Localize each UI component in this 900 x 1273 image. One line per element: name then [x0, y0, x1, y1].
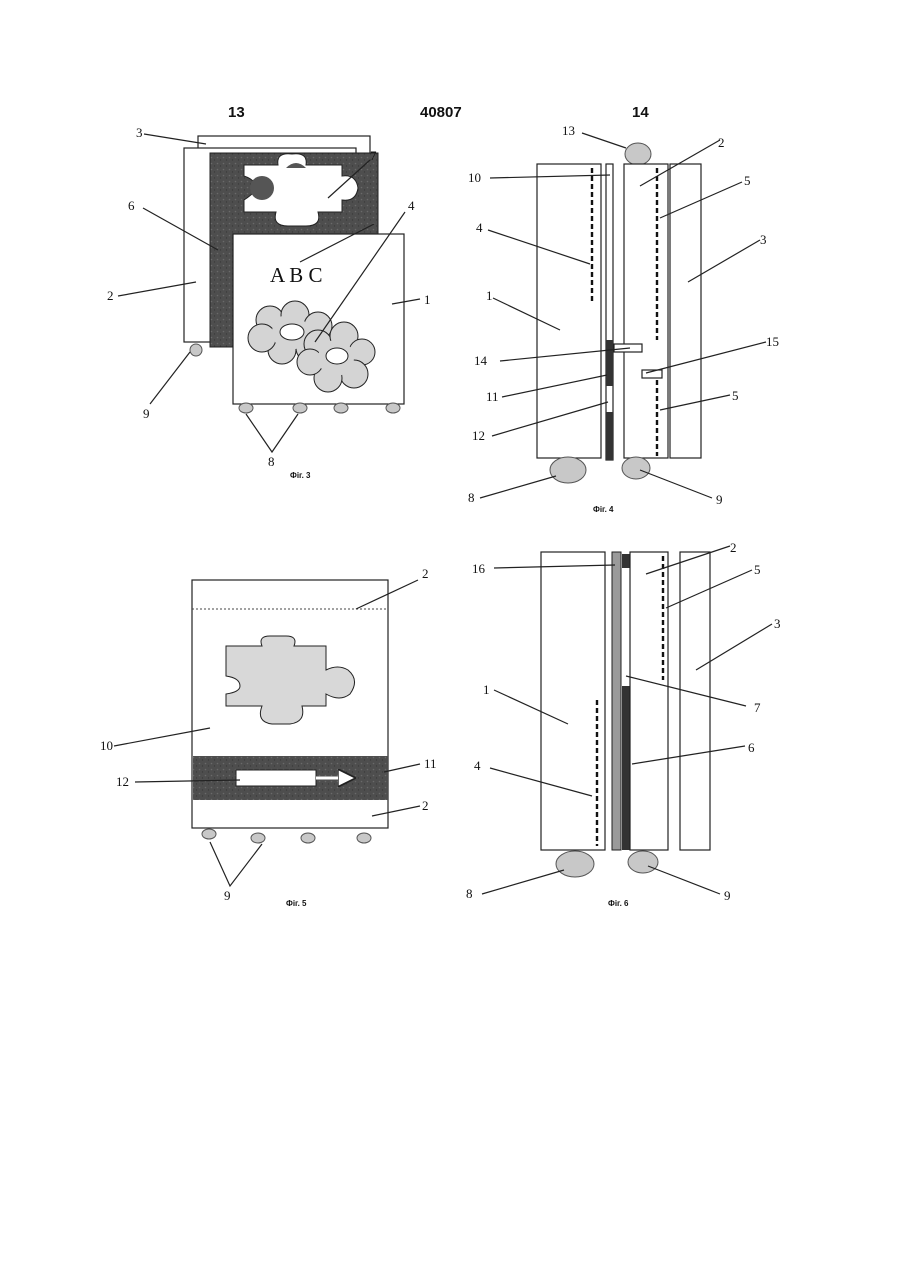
label-14: 14 [474, 353, 488, 368]
panel-3 [680, 552, 710, 850]
label-5: 5 [732, 388, 739, 403]
panel-2 [624, 164, 668, 458]
figure-4: 13 2 10 5 4 3 1 15 14 11 5 12 8 9 Фіг. 4 [468, 123, 779, 514]
label-1: 1 [424, 292, 431, 307]
label-5: 5 [754, 562, 761, 577]
label-8: 8 [466, 886, 473, 901]
label-9: 9 [143, 406, 150, 421]
fig4-caption: Фіг. 4 [593, 505, 614, 514]
label-12: 12 [116, 774, 129, 789]
label-1: 1 [483, 682, 490, 697]
wheel-9 [190, 344, 202, 356]
label-11: 11 [424, 756, 437, 771]
label-15: 15 [766, 334, 779, 349]
wheel-8 [550, 457, 586, 483]
label-9: 9 [724, 888, 731, 903]
label-8: 8 [268, 454, 275, 469]
figure-6: 2 16 5 3 1 7 6 4 8 9 Фіг. 6 [466, 540, 781, 908]
label-3: 3 [774, 616, 781, 631]
strip-16 [612, 552, 621, 850]
fig3-caption: Фіг. 3 [290, 471, 311, 480]
label-11: 11 [486, 389, 499, 404]
label-2: 2 [730, 540, 737, 555]
fig5-caption: Фіг. 5 [286, 899, 307, 908]
label-4: 4 [408, 198, 415, 213]
letters-abc: A B C [270, 263, 323, 287]
figure-3: A B C 3 7 6 4 2 1 [107, 125, 431, 480]
label-4: 4 [476, 220, 483, 235]
label-16: 16 [472, 561, 486, 576]
label-12: 12 [472, 428, 485, 443]
wheel-9 [628, 851, 658, 873]
label-3: 3 [136, 125, 143, 140]
label-10: 10 [100, 738, 113, 753]
label-7: 7 [754, 700, 761, 715]
label-3: 3 [760, 232, 767, 247]
puzzle-dot [250, 176, 274, 200]
panel-6 [622, 686, 630, 850]
wheel-9 [622, 457, 650, 479]
label-6: 6 [748, 740, 755, 755]
panel-1 [541, 552, 605, 850]
label-7: 7 [370, 148, 377, 163]
panel-3 [670, 164, 701, 458]
fig6-caption: Фіг. 6 [608, 899, 629, 908]
label-10: 10 [468, 170, 481, 185]
label-2: 2 [718, 135, 725, 150]
label-13: 13 [562, 123, 575, 138]
label-8: 8 [468, 490, 475, 505]
wheel-8 [556, 851, 594, 877]
wheel-13 [625, 143, 651, 165]
label-2: 2 [422, 798, 429, 813]
label-2: 2 [107, 288, 114, 303]
figure-5: 2 10 12 11 2 9 Фіг. 5 [100, 566, 437, 908]
label-6: 6 [128, 198, 135, 213]
label-5: 5 [744, 173, 751, 188]
label-4: 4 [474, 758, 481, 773]
label-2: 2 [422, 566, 429, 581]
label-1: 1 [486, 288, 493, 303]
label-9: 9 [716, 492, 723, 507]
window-12 [236, 770, 316, 786]
label-9: 9 [224, 888, 231, 903]
